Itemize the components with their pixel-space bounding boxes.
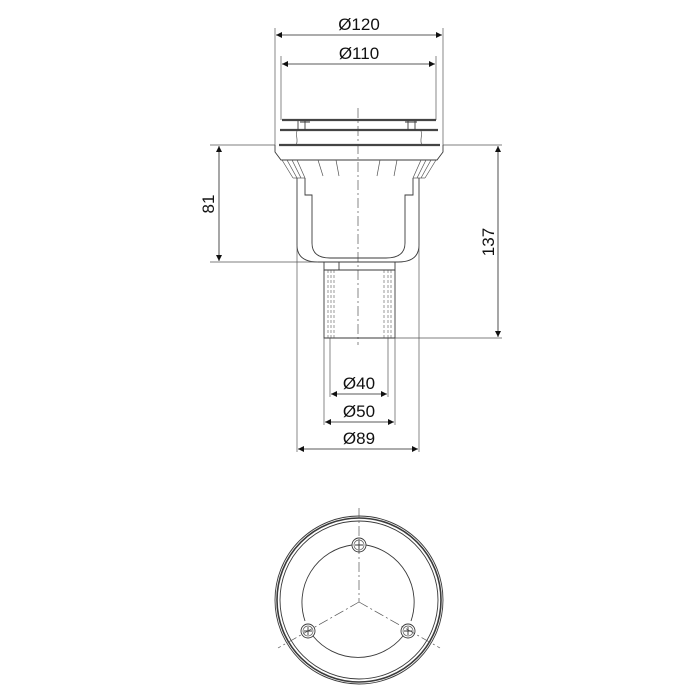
side-elevation-view: Ø120 Ø110 81 137 Ø40 Ø50 Ø89	[199, 15, 502, 452]
screw-icon	[400, 623, 416, 639]
dim-label-137: 137	[479, 228, 498, 256]
dim-label-89: Ø89	[343, 429, 375, 448]
dim-label-50: Ø50	[343, 402, 375, 421]
dim-label-40: Ø40	[343, 374, 375, 393]
neck	[323, 262, 396, 271]
top-plan-view	[274, 508, 444, 685]
screw-icon	[300, 623, 316, 639]
cup-inner	[304, 178, 414, 259]
pipe	[323, 270, 396, 339]
cup-outer	[296, 178, 420, 263]
flange	[274, 145, 444, 161]
inner-grate-outline	[301, 544, 415, 658]
dim-label-81: 81	[199, 195, 218, 214]
screw-icon	[351, 537, 367, 553]
dim-label-120: Ø120	[338, 15, 380, 34]
dim-label-110: Ø110	[339, 44, 379, 63]
